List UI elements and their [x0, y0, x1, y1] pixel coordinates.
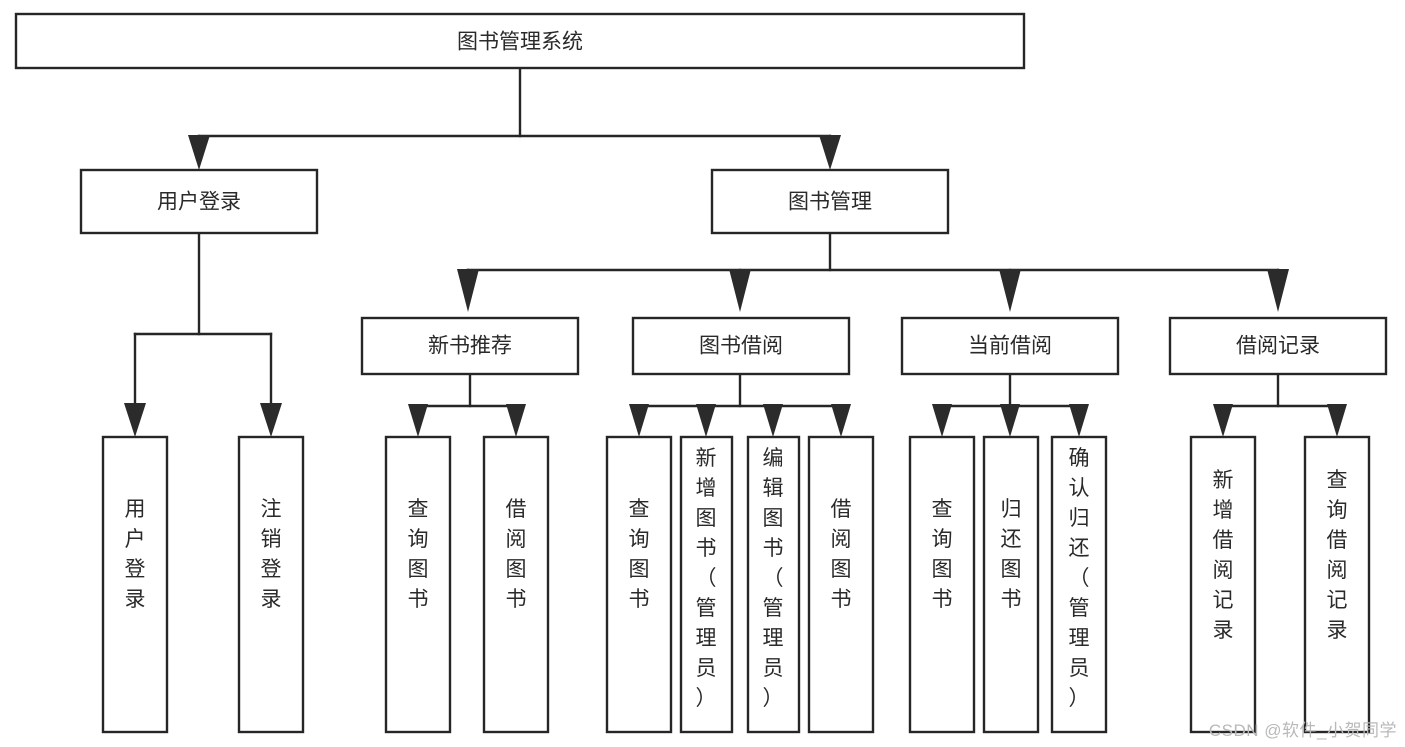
node-leaf2[interactable]: 注销登录	[237, 435, 305, 734]
arrow-icon-leaf12	[1213, 404, 1233, 437]
node-root[interactable]: 图书管理系统	[14, 12, 1026, 70]
arrowheads-layer	[124, 135, 1347, 437]
node-bookmgmt-label: 图书管理	[788, 191, 872, 214]
arrow-icon-current	[999, 269, 1021, 312]
csdn-watermark: CSDN @软件_小贺同学	[1208, 721, 1397, 740]
node-login-label: 用户登录	[157, 191, 241, 214]
node-current[interactable]: 当前借阅	[900, 316, 1120, 376]
node-leaf8-label: 借阅图书	[831, 498, 852, 611]
arrow-icon-leaf1	[124, 403, 146, 437]
arrow-icon-leaf13	[1327, 404, 1347, 437]
node-leaf13[interactable]: 查询借阅记录	[1303, 435, 1371, 734]
arrow-icon-leaf4	[506, 404, 526, 437]
arrow-icon-newbook	[457, 269, 479, 312]
node-leaf4-label: 借阅图书	[506, 498, 527, 611]
node-leaf5-label: 查询图书	[629, 498, 650, 611]
node-leaf7[interactable]: 编辑图书（管理员）	[746, 435, 801, 734]
node-leaf9[interactable]: 查询图书	[908, 435, 976, 734]
node-leaf10-label: 归还图书	[1001, 498, 1022, 611]
arrow-icon-bookmgmt	[819, 135, 841, 170]
node-leaf7-label: 编辑图书（管理员）	[763, 447, 784, 710]
arrow-icon-records	[1267, 269, 1289, 312]
node-login[interactable]: 用户登录	[79, 168, 319, 235]
arrow-icon-leaf8	[831, 404, 851, 437]
node-leaf3[interactable]: 查询图书	[384, 435, 452, 734]
node-bookmgmt[interactable]: 图书管理	[710, 168, 950, 235]
node-leaf2-label: 注销登录	[261, 498, 282, 611]
node-leaf4[interactable]: 借阅图书	[482, 435, 550, 734]
arrow-icon-leaf9	[932, 404, 952, 437]
node-current-label: 当前借阅	[968, 335, 1052, 358]
node-records-label: 借阅记录	[1236, 335, 1320, 358]
node-leaf11[interactable]: 确认归还（管理员）	[1050, 435, 1108, 734]
arrow-icon-leaf7	[763, 404, 783, 437]
node-leaf13-label: 查询借阅记录	[1327, 469, 1348, 642]
node-leaf12[interactable]: 新增借阅记录	[1189, 435, 1257, 734]
arrow-icon-login	[188, 135, 210, 170]
node-leaf6-label: 新增图书（管理员）	[696, 447, 717, 710]
arrow-icon-leaf2	[260, 403, 282, 437]
node-records[interactable]: 借阅记录	[1168, 316, 1388, 376]
node-leaf5[interactable]: 查询图书	[605, 435, 673, 734]
node-leaf8[interactable]: 借阅图书	[807, 435, 875, 734]
arrow-icon-leaf11	[1069, 404, 1089, 437]
node-borrow[interactable]: 图书借阅	[631, 316, 851, 376]
node-newbook[interactable]: 新书推荐	[360, 316, 580, 376]
node-leaf3-label: 查询图书	[408, 498, 429, 611]
node-leaf11-label: 确认归还（管理员）	[1069, 447, 1090, 710]
node-newbook-label: 新书推荐	[428, 335, 512, 358]
node-leaf1-label: 用户登录	[125, 498, 146, 611]
arrow-icon-leaf10	[1000, 404, 1020, 437]
node-leaf9-label: 查询图书	[932, 498, 953, 611]
node-leaf10[interactable]: 归还图书	[982, 435, 1040, 734]
node-leaf6[interactable]: 新增图书（管理员）	[679, 435, 734, 734]
node-leaf12-label: 新增借阅记录	[1213, 469, 1234, 642]
node-borrow-label: 图书借阅	[699, 335, 783, 358]
arrow-icon-leaf6	[696, 404, 716, 437]
arrow-icon-leaf3	[408, 404, 428, 437]
node-root-label: 图书管理系统	[457, 31, 583, 54]
arrow-icon-borrow	[729, 269, 751, 312]
arrow-icon-leaf5	[629, 404, 649, 437]
node-leaf1[interactable]: 用户登录	[101, 435, 169, 734]
